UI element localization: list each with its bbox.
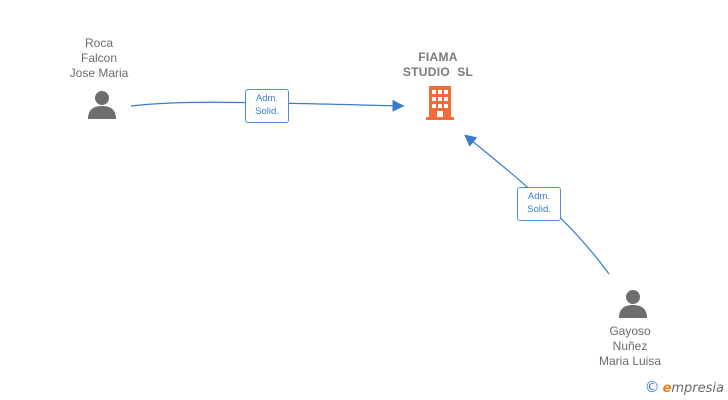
role-line2: Solid.	[255, 106, 279, 117]
relation-role-label[interactable]: Adm. Solid.	[245, 89, 289, 123]
person-name-roca: Roca Falcon Jose Maria	[49, 36, 149, 81]
empresia-logo[interactable]: ©empresia	[645, 378, 724, 396]
person-name-gayoso: Gayoso Nuñez Maria Luisa	[580, 324, 680, 369]
role-line1: Adm.	[255, 93, 279, 104]
person-name-line3: Jose Maria	[69, 66, 129, 80]
person-icon[interactable]	[87, 90, 117, 120]
person-icon[interactable]	[618, 289, 648, 319]
copyright-icon: ©	[644, 378, 660, 396]
company-name-line2: STUDIO SL	[402, 65, 474, 79]
building-icon[interactable]	[424, 86, 456, 120]
person-name-line1: Gayoso	[609, 324, 651, 338]
person-name-line3: Maria Luisa	[598, 354, 662, 368]
relation-role-label[interactable]: Adm. Solid.	[517, 187, 561, 221]
brand-rest: mpresia	[671, 381, 724, 396]
edge-roca-to-company	[130, 99, 405, 112]
person-name-line2: Nuñez	[612, 339, 648, 353]
person-name-line1: Roca	[84, 36, 113, 50]
brand-e: e	[662, 381, 672, 396]
person-name-line2: Falcon	[80, 51, 118, 65]
role-line1: Adm.	[527, 191, 551, 202]
company-name: FIAMA STUDIO SL	[388, 50, 488, 80]
role-line2: Solid.	[527, 204, 551, 215]
company-name-line1: FIAMA	[418, 50, 458, 64]
